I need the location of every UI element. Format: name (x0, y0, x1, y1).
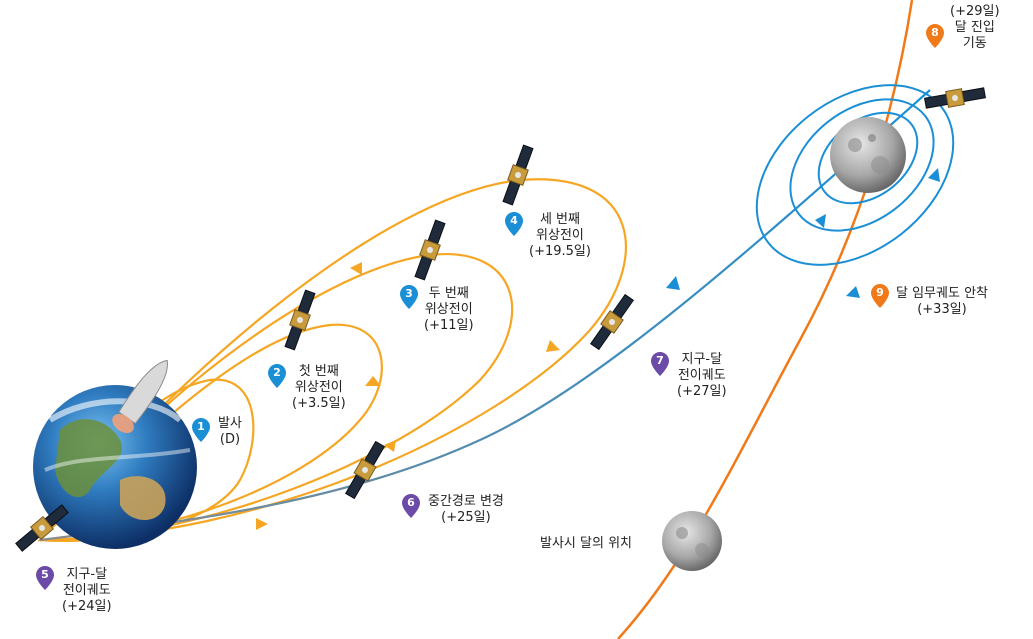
lunar-orbit-arrows (815, 168, 940, 298)
step-label-line: (+3.5일) (292, 396, 346, 411)
step-1-label: 발사(D) (218, 416, 242, 448)
satellite-icon (284, 289, 316, 351)
lunar-orbit-2 (789, 98, 935, 232)
step-number: 8 (931, 26, 939, 39)
step-label-line: 두 번째 (428, 286, 469, 301)
step-label-line: (+27일) (677, 384, 727, 399)
step-label-line: (+19.5일) (529, 244, 591, 259)
step-5-map-pin-icon: 5 (36, 566, 54, 590)
arrow-4 (546, 340, 560, 352)
step-label-line: 달 임무궤도 안착 (896, 286, 988, 301)
step-label-line: (+33일) (917, 302, 967, 317)
step-9-label: 달 임무궤도 안착(+33일) (896, 286, 988, 318)
step-label-line: 위상전이 (536, 228, 584, 243)
step-label-line: 지구-달 (681, 352, 723, 367)
step-label-line: 기동 (962, 36, 987, 51)
map-pin-icon (505, 212, 523, 236)
satellite-icon (414, 219, 446, 281)
step-label-line: (+29일) (950, 4, 1000, 19)
orbit-3 (37, 252, 514, 542)
step-number: 7 (656, 354, 664, 367)
step-1-map-pin-icon: 1 (192, 418, 210, 442)
step-7-map-pin-icon: 7 (651, 352, 669, 376)
step-number: 3 (405, 287, 413, 300)
satellite-icon (15, 504, 69, 552)
lunar-arrow-2 (846, 286, 860, 298)
arrow-3 (384, 440, 396, 452)
step-4-map-pin-icon: 4 (505, 212, 523, 236)
step-6-map-pin-icon: 6 (402, 494, 420, 518)
satellite-icon (502, 144, 534, 206)
step-label-line: (D) (219, 432, 241, 447)
transfer-arrow (666, 276, 680, 290)
step-6-label: 중간경로 변경(+25일) (428, 494, 504, 526)
step-number: 9 (876, 286, 884, 299)
step-label-line: 전이궤도 (62, 583, 111, 598)
arrow-1 (365, 376, 381, 386)
step-number: 2 (273, 366, 281, 379)
step-3-map-pin-icon: 3 (400, 285, 418, 309)
lunar-arrow-3 (815, 214, 826, 228)
arrow-5 (256, 518, 268, 530)
transfer-trajectory (39, 89, 931, 542)
orbit-4 (37, 178, 627, 542)
step-label-line: (+11일) (424, 318, 474, 333)
step-label-line: 중간경로 변경 (428, 494, 504, 509)
map-pin-icon (400, 285, 418, 309)
step-label-line: 지구-달 (66, 567, 108, 582)
step-label-line: 전이궤도 (677, 368, 726, 383)
map-pin-icon (402, 494, 420, 518)
step-label-line: 첫 번째 (298, 364, 339, 379)
step-number: 1 (197, 420, 205, 433)
moon-at-launch-label: 발사시 달의 위치 (540, 536, 632, 551)
step-label-line: 세 번째 (539, 212, 580, 227)
step-label-line: 발사 (218, 416, 242, 431)
step-label-line: (+24일) (62, 599, 112, 614)
step-label-line: 위상전이 (424, 302, 473, 317)
step-2-map-pin-icon: 2 (268, 364, 286, 388)
moon-at-launch-icon (662, 511, 722, 571)
step-label-line: 달 진입 (954, 20, 995, 35)
satellite-icon (590, 293, 634, 351)
step-label-line: (+25일) (441, 510, 491, 525)
step-number: 5 (41, 568, 49, 581)
map-pin-icon (651, 352, 669, 376)
satellite-icon (344, 440, 386, 500)
orbit-arrows (256, 262, 560, 530)
step-label-line: 위상전이 (294, 380, 343, 395)
arrow-2 (350, 262, 362, 275)
map-pin-icon (871, 284, 889, 308)
map-pin-icon (268, 364, 286, 388)
map-pin-icon (36, 566, 54, 590)
step-number: 6 (407, 496, 415, 509)
satellites (15, 87, 986, 552)
rocket-icon (112, 359, 168, 434)
step-8-map-pin-icon: 8 (926, 24, 944, 48)
moon-icon (830, 117, 906, 193)
lunar-orbit-1 (755, 84, 955, 266)
map-pin-icon (926, 24, 944, 48)
satellite-icon (924, 87, 986, 109)
map-pin-icon (192, 418, 210, 442)
step-number: 4 (510, 214, 518, 227)
earth-icon (33, 385, 197, 549)
lunar-arrow-1 (928, 168, 940, 182)
step-9-map-pin-icon: 9 (871, 284, 889, 308)
